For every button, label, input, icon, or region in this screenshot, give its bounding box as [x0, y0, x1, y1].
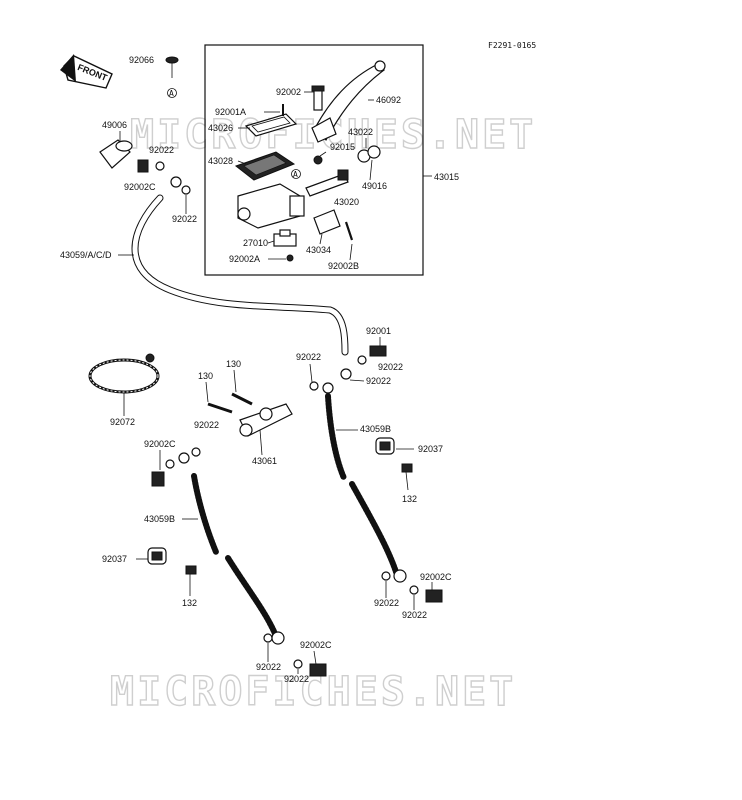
label-92001: 92001 — [366, 326, 391, 336]
label-43034: 43034 — [306, 245, 331, 255]
screw-92002a — [286, 254, 294, 262]
bolt-132-left — [185, 565, 197, 596]
label-132-right: 132 — [402, 494, 417, 504]
label-49016: 49016 — [362, 181, 387, 191]
nut-92015 — [313, 155, 323, 165]
label-92002c-d: 92002C — [300, 640, 332, 650]
label-92072: 92072 — [110, 417, 135, 427]
label-43022-top: 43022 — [348, 127, 373, 137]
banjo-bolt-top — [137, 159, 191, 195]
label-92022-j: 92022 — [284, 674, 309, 684]
three-way-joint-43061 — [207, 392, 293, 437]
clamp-43034 — [313, 209, 341, 235]
reservoir-cap-43026 — [244, 113, 298, 137]
ref-a-box: A — [293, 170, 298, 179]
boot-49006 — [99, 139, 133, 169]
hose-bracket-92037-right — [375, 437, 395, 455]
label-43028: 43028 — [208, 156, 233, 166]
banjo-bolt-left — [151, 447, 201, 487]
label-92015: 92015 — [330, 142, 355, 152]
label-92022-h: 92022 — [402, 610, 427, 620]
label-92037-right: 92037 — [418, 444, 443, 454]
label-92001a: 92001A — [215, 107, 246, 117]
label-43020: 43020 — [334, 197, 359, 207]
label-92022-b: 92022 — [172, 214, 197, 224]
hose-43059b-left-lower — [225, 555, 279, 639]
label-43059b-right: 43059B — [360, 424, 391, 434]
bolt-92002b — [344, 221, 354, 241]
label-92002a: 92002A — [229, 254, 260, 264]
label-92002c-a: 92002C — [124, 182, 156, 192]
bolt-132-right — [401, 463, 413, 491]
band-clamp-92072 — [88, 353, 160, 394]
washer-43022 — [357, 145, 381, 163]
label-92002: 92002 — [276, 87, 301, 97]
label-49006: 49006 — [102, 120, 127, 130]
label-92002c-b: 92002C — [144, 439, 176, 449]
diaphragm-43028 — [234, 151, 296, 181]
screw-92066 — [165, 56, 179, 98]
banjo-bolt-left-lower — [263, 633, 327, 677]
label-27010: 27010 — [243, 238, 268, 248]
label-92002b: 92002B — [328, 261, 359, 271]
label-92022-i: 92022 — [256, 662, 281, 672]
label-92022-g: 92022 — [374, 598, 399, 608]
master-cylinder-group-box — [204, 44, 424, 276]
label-92037-left: 92037 — [102, 554, 127, 564]
label-92022-a: 92022 — [149, 145, 174, 155]
label-92022-f: 92022 — [194, 420, 219, 430]
label-46092: 46092 — [376, 95, 401, 105]
figure-code: F2291-0165 — [488, 41, 536, 50]
master-cylinder-body — [237, 183, 305, 229]
hose-43059b-right-lower — [349, 481, 399, 575]
hose-43059b-right-upper — [325, 393, 347, 481]
banjo-bolt-right-lower — [381, 571, 443, 603]
hose-43059b-left-upper — [191, 473, 219, 555]
label-43015: 43015 — [434, 172, 459, 182]
label-92022-d: 92022 — [366, 376, 391, 386]
banjo-bolt-92001 — [340, 345, 387, 380]
ref-a-left: A — [169, 89, 174, 98]
label-130-a: 130 — [226, 359, 241, 369]
brake-lever-46092 — [311, 60, 386, 143]
label-92066: 92066 — [129, 55, 154, 65]
label-92022-e: 92022 — [296, 352, 321, 362]
switch-27010 — [273, 229, 297, 247]
pivot-bolt-92002 — [311, 85, 325, 111]
label-43059b-left: 43059B — [144, 514, 175, 524]
piston-kit-43020 — [305, 169, 349, 197]
label-130-b: 130 — [198, 371, 213, 381]
hose-bracket-92037-left — [147, 547, 167, 565]
label-43061: 43061 — [252, 456, 277, 466]
label-43059-acd: 43059/A/C/D — [60, 250, 112, 260]
label-92022-c: 92022 — [378, 362, 403, 372]
front-arrow-icon: FRONT — [60, 54, 113, 89]
label-92002c-c: 92002C — [420, 572, 452, 582]
label-43026: 43026 — [208, 123, 233, 133]
label-132-left: 132 — [182, 598, 197, 608]
